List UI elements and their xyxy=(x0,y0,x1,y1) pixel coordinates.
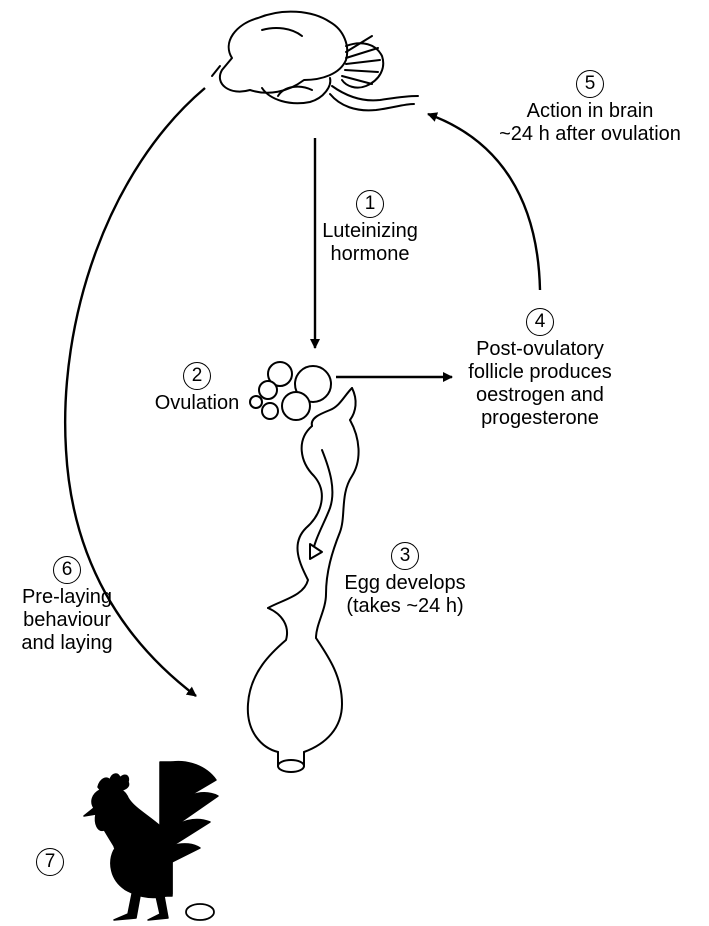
step-6-number: 6 xyxy=(53,556,81,584)
step-1-number: 1 xyxy=(356,190,384,218)
hen-silhouette-icon xyxy=(83,760,219,921)
step-2-label: 2 Ovulation xyxy=(142,362,252,415)
step-6-line-2: behaviour xyxy=(23,609,111,631)
oviduct-icon xyxy=(246,387,360,773)
step-4-line-4: progesterone xyxy=(481,407,599,429)
step-7-label: 7 xyxy=(30,848,70,878)
step-6-label: 6 Pre-laying behaviour and laying xyxy=(2,556,132,655)
step-5-line-1: Action in brain xyxy=(526,100,654,122)
step-2-number: 2 xyxy=(183,362,211,390)
step-4-line-2: follicle produces xyxy=(468,361,612,383)
step-1-line-2: hormone xyxy=(330,243,410,265)
step-5-line-2: ~24 h after ovulation xyxy=(499,123,681,145)
step-5-label: 5 Action in brain ~24 h after ovulation xyxy=(480,70,700,146)
arrow-laying xyxy=(64,87,206,697)
brain-icon xyxy=(211,10,419,112)
egg-icon xyxy=(185,903,215,921)
step-4-label: 4 Post-ovulatory follicle produces oestr… xyxy=(455,308,625,430)
step-4-line-1: Post-ovulatory xyxy=(476,338,604,360)
step-4-number: 4 xyxy=(526,308,554,336)
step-6-line-3: and laying xyxy=(21,632,113,654)
step-5-number: 5 xyxy=(576,70,604,98)
step-4-line-3: oestrogen and xyxy=(476,384,604,406)
step-1-line-1: Luteinizing xyxy=(322,220,418,242)
arrow-feedback xyxy=(427,112,542,291)
ovary-follicles-icon xyxy=(249,361,332,421)
step-2-line-1: Ovulation xyxy=(154,392,240,414)
step-3-line-2: (takes ~24 h) xyxy=(346,595,464,617)
step-1-label: 1 Luteinizing hormone xyxy=(300,190,440,266)
step-3-line-1: Egg develops xyxy=(344,572,466,594)
step-6-line-1: Pre-laying xyxy=(21,586,113,608)
step-3-label: 3 Egg develops (takes ~24 h) xyxy=(325,542,485,618)
step-3-number: 3 xyxy=(391,542,419,570)
step-7-number: 7 xyxy=(36,848,64,876)
